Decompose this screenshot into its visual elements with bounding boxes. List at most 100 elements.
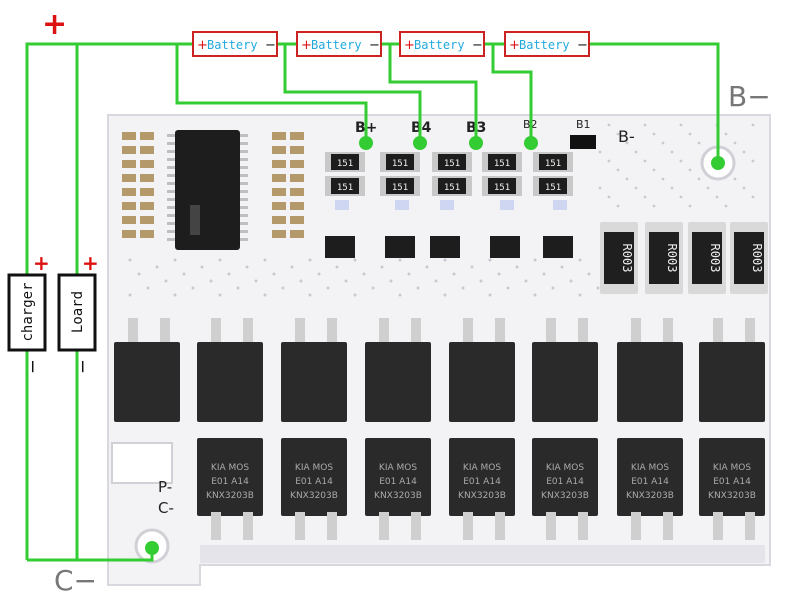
wire-tap-b3 xyxy=(388,44,478,142)
board-label-b1: B1 xyxy=(576,118,591,131)
shunt-resistors: R003 R003 R003 R003 xyxy=(600,222,768,294)
mosfet-part-number: KNX3203B xyxy=(458,491,506,501)
mosfet-marking-top: KIA MOS xyxy=(211,463,249,473)
shunt-code: R003 xyxy=(620,244,634,273)
mosfet-top-2 xyxy=(197,318,263,422)
battery-1: +Battery− xyxy=(192,31,278,57)
mosfet-marking-mid: E01 A14 xyxy=(295,477,333,487)
charger-label: charger xyxy=(20,282,36,341)
resistor-code: 151 xyxy=(494,159,510,169)
balance-transistor xyxy=(430,236,460,258)
resistor-code: 151 xyxy=(444,183,460,193)
battery-4: +Battery− xyxy=(504,31,590,57)
load-minus-sign: − xyxy=(72,359,93,374)
shunt-resistor-4: R003 xyxy=(730,222,768,294)
battery-minus-sign: − xyxy=(472,38,483,53)
battery-3: +Battery− xyxy=(399,31,485,57)
wire-tap-b4 xyxy=(283,44,422,142)
mosfet-top-7 xyxy=(617,318,683,422)
led xyxy=(335,200,349,210)
charger-plus-sign: + xyxy=(33,251,50,275)
resistor-code: 151 xyxy=(494,183,510,193)
mosfet-marking-top: KIA MOS xyxy=(379,463,417,473)
tap-dots xyxy=(359,136,538,150)
wire-tap-b2 xyxy=(491,44,533,142)
load-box: Loard xyxy=(57,273,97,352)
balance-transistor xyxy=(325,236,355,258)
battery-label: Battery xyxy=(207,38,258,52)
battery-minus-sign: − xyxy=(577,38,588,53)
battery-label: Battery xyxy=(414,38,465,52)
mosfet-top-3 xyxy=(281,318,347,422)
mosfet-part-number: KNX3203B xyxy=(374,491,422,501)
resistor-code: 151 xyxy=(392,159,408,169)
balance-resistor: 151 xyxy=(380,152,420,172)
shunt-code: R003 xyxy=(708,244,722,273)
mosfet-marking-mid: E01 A14 xyxy=(211,477,249,487)
balance-resistor: 151 xyxy=(482,152,522,172)
mosfet-marking-mid: E01 A14 xyxy=(631,477,669,487)
mosfet-top-4 xyxy=(365,318,431,422)
tap-dot-b2 xyxy=(524,136,538,150)
mosfet-marking-mid: E01 A14 xyxy=(379,477,417,487)
wiring xyxy=(25,42,720,562)
resistor-code: 151 xyxy=(337,159,353,169)
mosfet-part-number: KNX3203B xyxy=(541,491,589,501)
tap-dot-b4 xyxy=(413,136,427,150)
board-label-b-minus: B- xyxy=(618,127,635,146)
wire-positive-rail xyxy=(25,42,193,560)
mosfet-marking-mid: E01 A14 xyxy=(546,477,584,487)
shunt-resistor-2: R003 xyxy=(645,222,683,294)
balance-resistors: 151 151 151 151 151 151 151 151 151 151 xyxy=(325,152,573,196)
balance-resistor: 151 xyxy=(482,176,522,196)
control-ic xyxy=(167,130,248,250)
mosfet-part-number: KNX3203B xyxy=(708,491,756,501)
resistor-code: 151 xyxy=(545,159,561,169)
board-label-p-minus: P- xyxy=(158,478,172,496)
mosfet-part-number: KNX3203B xyxy=(626,491,674,501)
load-label: Loard xyxy=(70,291,86,333)
led xyxy=(395,200,409,210)
b-minus-terminal-label: B− xyxy=(728,80,771,113)
balance-resistor: 151 xyxy=(533,176,573,196)
resistor-code: 151 xyxy=(337,183,353,193)
battery-plus-sign: + xyxy=(509,38,520,53)
resistor-code: 151 xyxy=(545,183,561,193)
mosfet-part-number: KNX3203B xyxy=(206,491,254,501)
battery-minus-sign: − xyxy=(265,38,276,53)
mosfet-top-6 xyxy=(532,318,598,422)
mosfet-part-number: KNX3203B xyxy=(290,491,338,501)
wire-tap-b-plus xyxy=(175,44,368,142)
led xyxy=(440,200,454,210)
mosfet-marking-top: KIA MOS xyxy=(546,463,584,473)
mosfet-marking-top: KIA MOS xyxy=(295,463,333,473)
mosfet-marking-top: KIA MOS xyxy=(631,463,669,473)
battery-label: Battery xyxy=(519,38,570,52)
c-minus-terminal-label: C− xyxy=(54,564,97,597)
board-label-c-minus: C- xyxy=(158,499,174,517)
balance-transistor xyxy=(543,236,573,258)
main-plus-sign: + xyxy=(42,7,67,42)
resistor-code: 151 xyxy=(392,183,408,193)
balance-resistor: 151 xyxy=(432,176,472,196)
shunt-code: R003 xyxy=(665,244,679,273)
mosfet-marking-mid: E01 A14 xyxy=(463,477,501,487)
wire-to-b-minus xyxy=(590,42,720,163)
resistor-code: 151 xyxy=(444,159,460,169)
balance-resistor: 151 xyxy=(380,176,420,196)
mosfet-top-5 xyxy=(449,318,515,422)
balance-transistor xyxy=(490,236,520,258)
battery-2: +Battery− xyxy=(296,31,382,57)
balance-transistors xyxy=(325,200,573,258)
tap-dot-b-plus xyxy=(359,136,373,150)
mosfet-marking-top: KIA MOS xyxy=(713,463,751,473)
